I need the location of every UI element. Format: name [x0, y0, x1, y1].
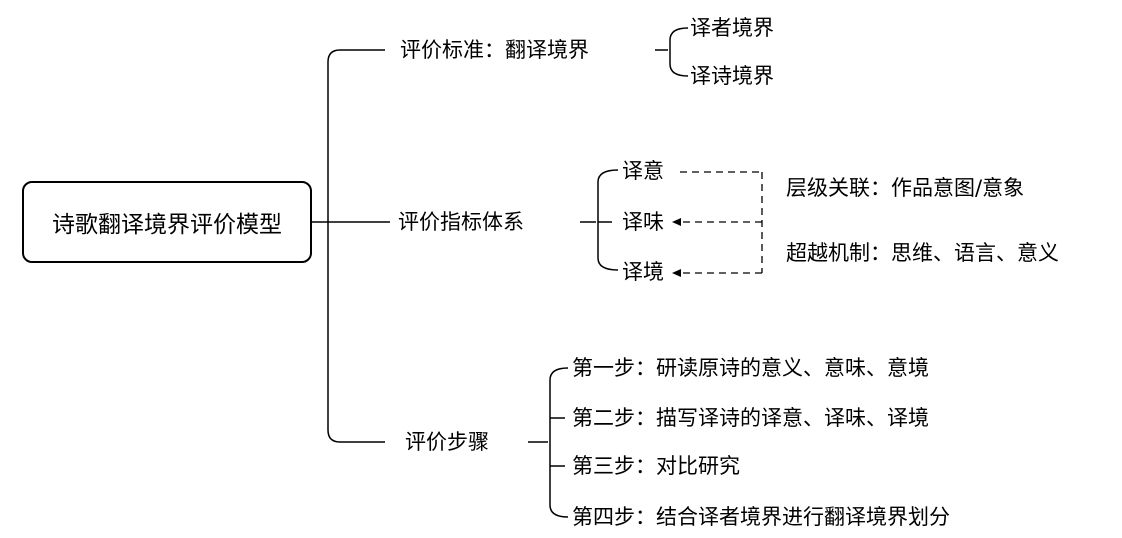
step-4: 第四步：结合译者境界进行翻译境界划分 — [572, 505, 950, 529]
indicator-realm: 译境 — [622, 260, 664, 284]
branch-standard-label: 评价标准：翻译境界 — [400, 38, 589, 62]
root-label: 诗歌翻译境界评价模型 — [52, 212, 282, 238]
indicator-meaning: 译意 — [622, 159, 664, 183]
note-transcendence: 超越机制：思维、语言、意义 — [786, 241, 1059, 265]
branch-steps-label: 评价步骤 — [405, 430, 489, 454]
step-3: 第三步：对比研究 — [572, 454, 740, 478]
root-node: 诗歌翻译境界评价模型 — [22, 181, 312, 263]
standard-child-poem: 译诗境界 — [690, 64, 774, 88]
standard-child-translator: 译者境界 — [690, 16, 774, 40]
indicator-flavor: 译味 — [622, 210, 664, 234]
step-2: 第二步：描写译诗的译意、译味、译境 — [572, 406, 929, 430]
step-1: 第一步：研读原诗的意义、意味、意境 — [572, 356, 929, 380]
note-hierarchy: 层级关联：作品意图/意象 — [786, 176, 1025, 200]
branch-indicators-label: 评价指标体系 — [398, 210, 524, 234]
